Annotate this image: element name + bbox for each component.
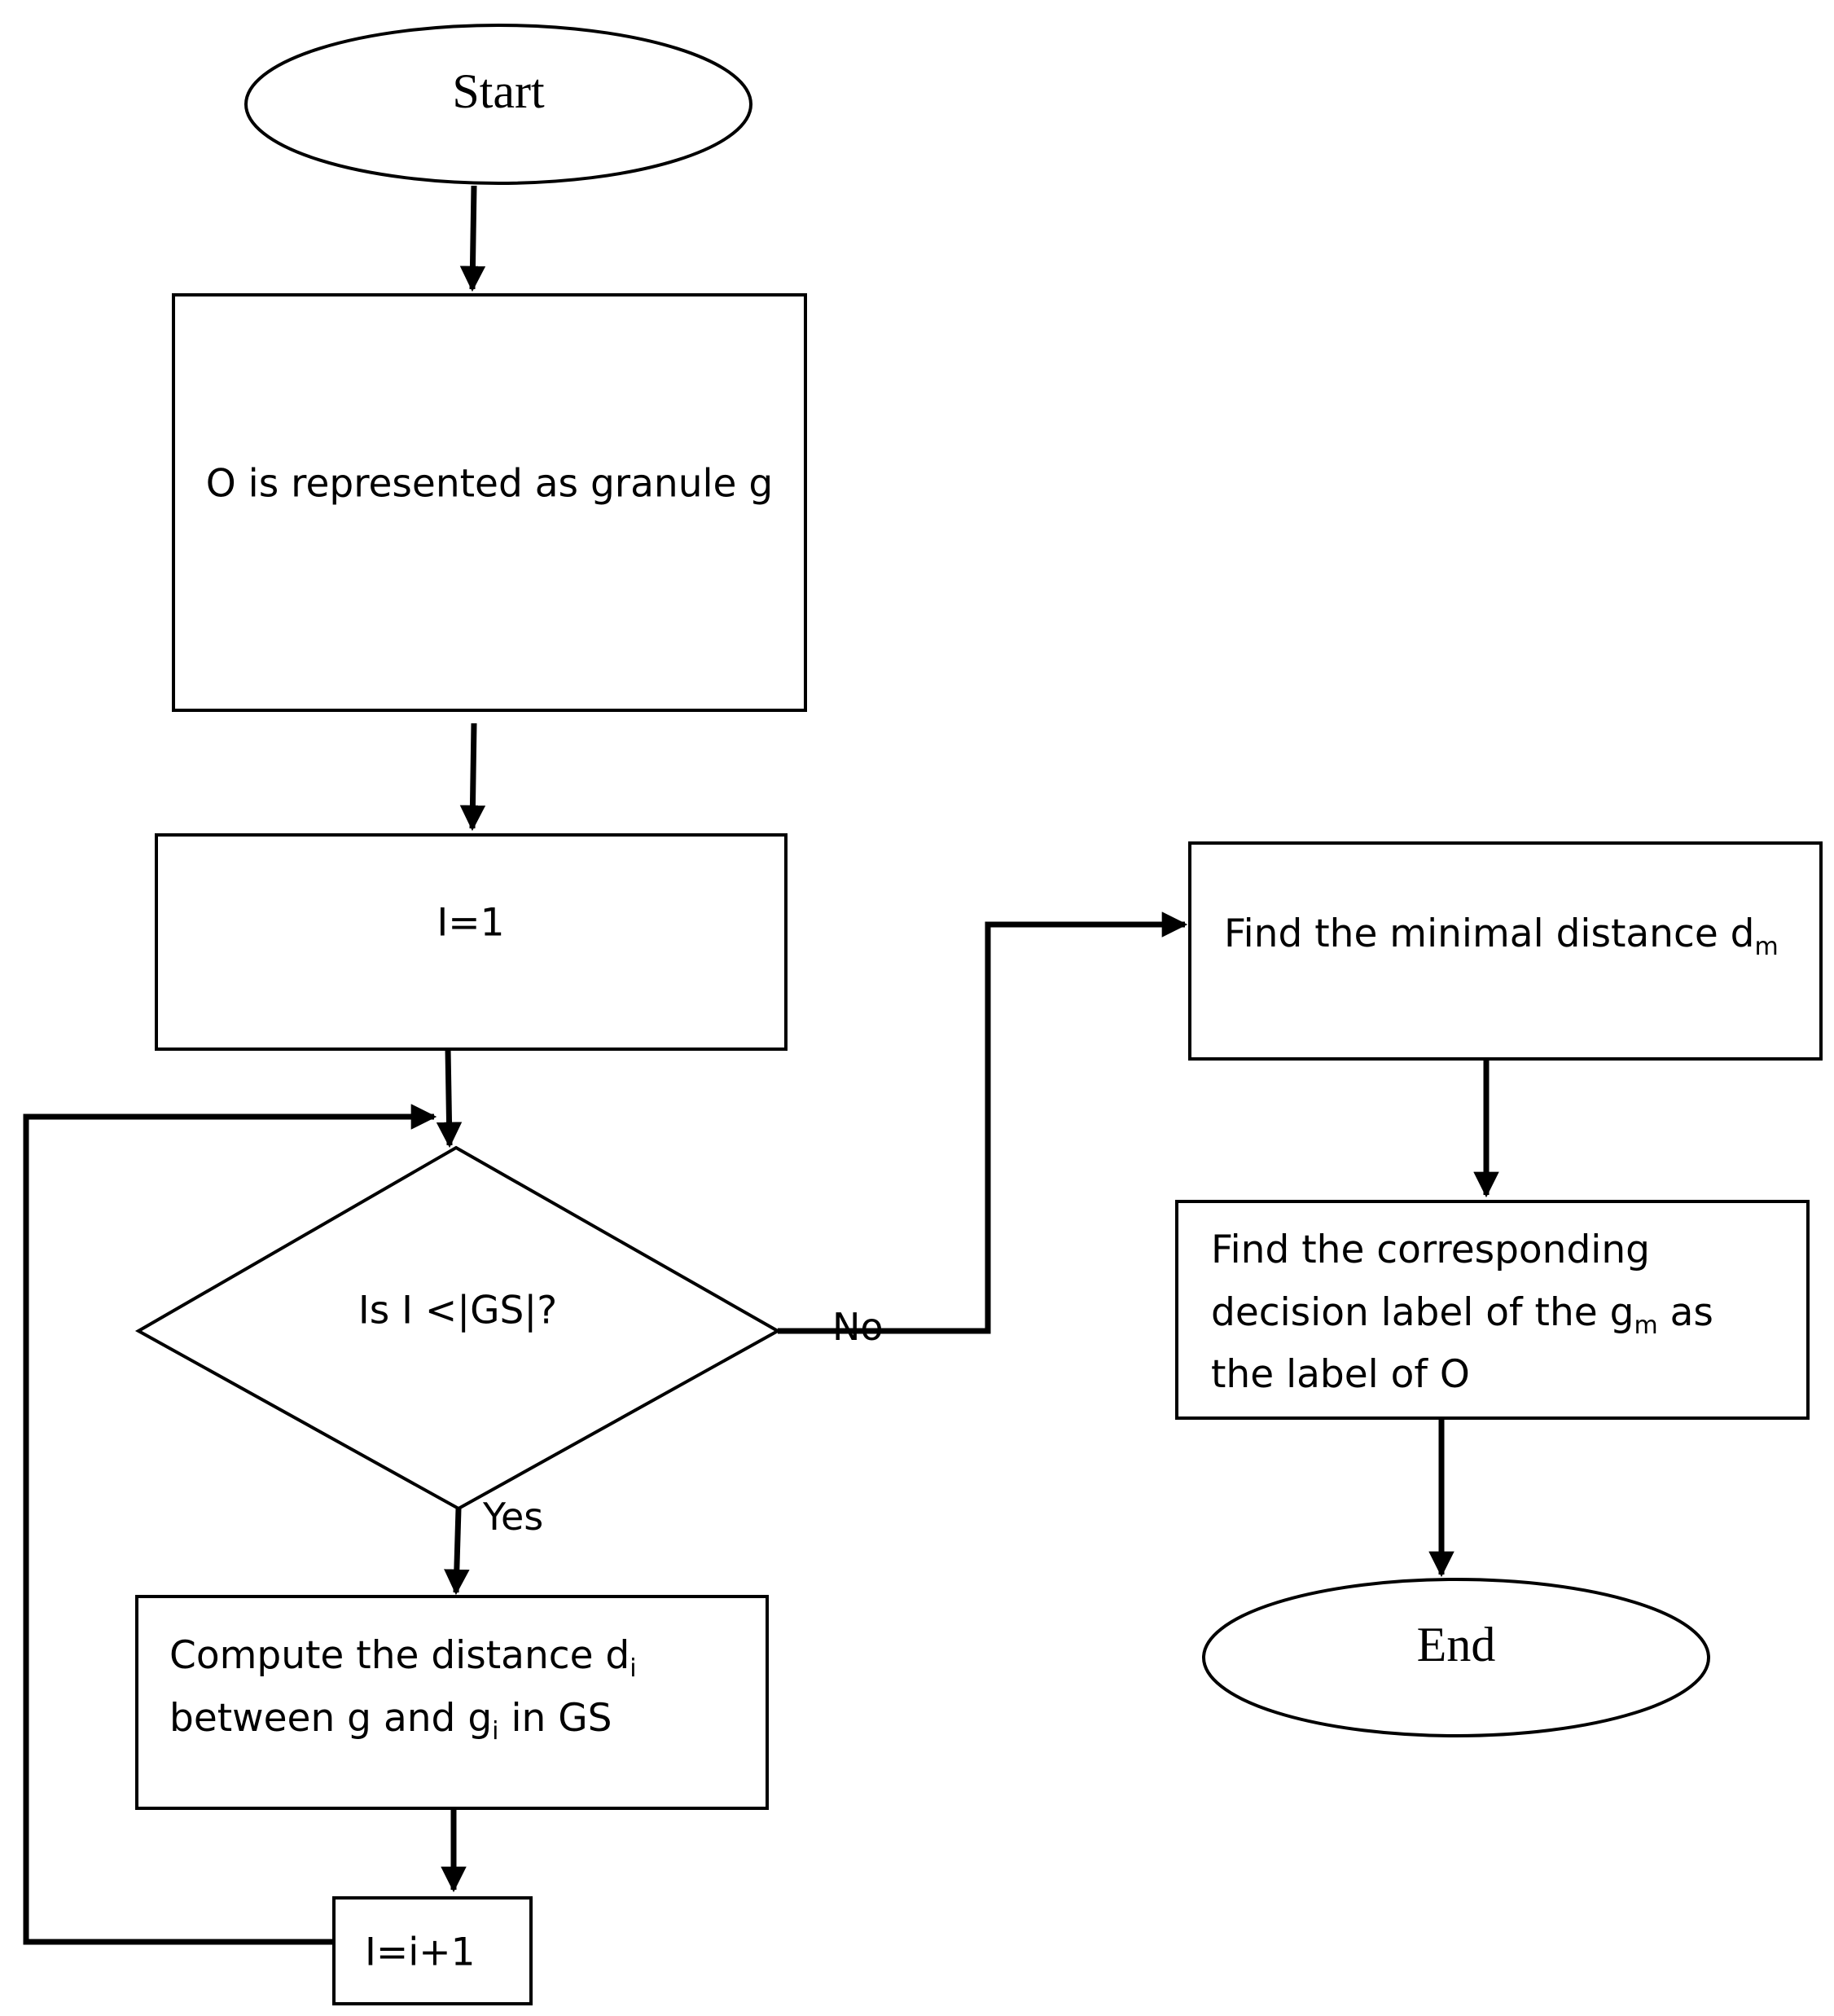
init-label: I=1 bbox=[437, 901, 504, 946]
compute-box bbox=[135, 1595, 769, 1810]
compute-line-2: between g and gi in GS bbox=[169, 1696, 612, 1746]
compute-line-1-subscript: i bbox=[630, 1654, 636, 1683]
compute-line-1-text: Compute the distance d bbox=[169, 1633, 630, 1678]
start-node: Start bbox=[244, 24, 752, 185]
init-box bbox=[155, 833, 788, 1051]
represent-label: O is represented as granule g bbox=[206, 462, 774, 507]
increment-label: I=i+1 bbox=[365, 1930, 476, 1975]
init-node: I=1 bbox=[155, 833, 788, 1051]
find-label-line-2-text-b: as bbox=[1658, 1290, 1713, 1335]
find-label-line-2-text-a: decision label of the g bbox=[1211, 1290, 1634, 1335]
increment-box bbox=[332, 1896, 533, 2005]
arrow-start-to-represent bbox=[459, 185, 486, 292]
increment-node: I=i+1 bbox=[332, 1896, 533, 2005]
compute-line-1: Compute the distance di bbox=[169, 1633, 637, 1683]
find-min-label: Find the minimal distance dm bbox=[1224, 911, 1779, 961]
decision-label: Is I <|GS|? bbox=[358, 1289, 557, 1333]
arrow-represent-to-init bbox=[459, 723, 486, 832]
represent-node: O is represented as granule g bbox=[172, 293, 807, 712]
find-min-text: Find the minimal distance d bbox=[1224, 911, 1755, 956]
end-node: End bbox=[1202, 1578, 1710, 1737]
end-ellipse bbox=[1202, 1578, 1710, 1737]
loop-back-arrow bbox=[23, 1104, 437, 1945]
decision-diamond bbox=[134, 1145, 782, 1511]
edge-label-no: No bbox=[832, 1305, 884, 1349]
start-ellipse bbox=[244, 24, 752, 185]
find-min-box bbox=[1188, 841, 1823, 1061]
represent-box bbox=[172, 293, 807, 712]
find-label-node: Find the corresponding decision label of… bbox=[1175, 1200, 1810, 1420]
arrow-init-to-decision bbox=[436, 1048, 463, 1149]
find-min-node: Find the minimal distance dm bbox=[1188, 841, 1823, 1061]
find-label-box bbox=[1175, 1200, 1810, 1420]
compute-node: Compute the distance di between g and gi… bbox=[135, 1595, 769, 1810]
arrow-decision-yes-to-compute bbox=[444, 1508, 470, 1596]
edge-label-yes: Yes bbox=[482, 1495, 543, 1539]
find-min-subscript: m bbox=[1755, 933, 1779, 961]
decision-node: Is I <|GS|? bbox=[134, 1145, 782, 1511]
find-label-line-3: the label of O bbox=[1211, 1352, 1470, 1397]
compute-line-2-text-b: in GS bbox=[499, 1696, 612, 1741]
compute-line-2-subscript: i bbox=[492, 1717, 498, 1746]
start-label: Start bbox=[452, 64, 545, 118]
find-label-line-2: decision label of the gm as bbox=[1211, 1290, 1713, 1340]
arrow-decision-no-to-find-min bbox=[778, 911, 1188, 1334]
find-label-line-2-subscript: m bbox=[1634, 1311, 1657, 1340]
find-label-line-1: Find the corresponding bbox=[1211, 1228, 1650, 1272]
end-label: End bbox=[1417, 1618, 1496, 1671]
compute-line-2-text-a: between g and g bbox=[169, 1696, 492, 1741]
